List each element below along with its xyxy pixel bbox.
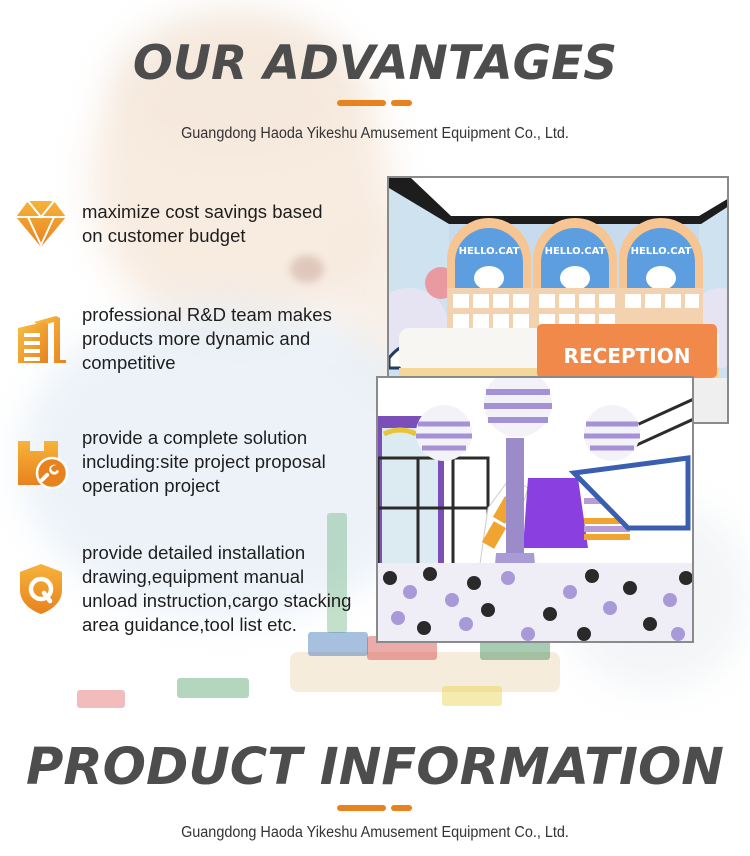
feature-item: provide detailed installation drawing,eq… — [14, 541, 351, 637]
title-divider — [337, 805, 412, 811]
svg-text:HELLO.CAT: HELLO.CAT — [631, 246, 692, 257]
feature-item: provide a complete solution including:si… — [14, 426, 326, 498]
svg-text:HELLO.CAT: HELLO.CAT — [459, 246, 520, 257]
feature-item: maximize cost savings based on customer … — [14, 197, 323, 251]
reception-sign-text: RECEPTION — [564, 344, 691, 368]
feature-item: professional R&D team makes products mor… — [14, 303, 332, 375]
diamond-icon — [16, 200, 66, 248]
playground-photo — [376, 376, 694, 643]
feature-text: provide a complete solution including:si… — [82, 427, 326, 496]
company-subtitle: Guangdong Haoda Yikeshu Amusement Equipm… — [181, 125, 569, 142]
advantages-title: OUR ADVANTAGES — [132, 36, 618, 91]
feature-text: provide detailed installation drawing,eq… — [82, 542, 352, 635]
shield-q-icon — [20, 564, 62, 614]
product-information-title: PRODUCT INFORMATION — [26, 738, 724, 797]
company-subtitle: Guangdong Haoda Yikeshu Amusement Equipm… — [181, 824, 569, 841]
building-icon — [18, 316, 66, 363]
feature-text: professional R&D team makes products mor… — [82, 304, 332, 373]
svg-text:HELLO.CAT: HELLO.CAT — [545, 246, 606, 257]
playground-illustration — [378, 378, 692, 641]
title-divider — [337, 100, 412, 106]
package-wrench-icon — [18, 441, 68, 489]
feature-text: maximize cost savings based on customer … — [82, 201, 323, 246]
